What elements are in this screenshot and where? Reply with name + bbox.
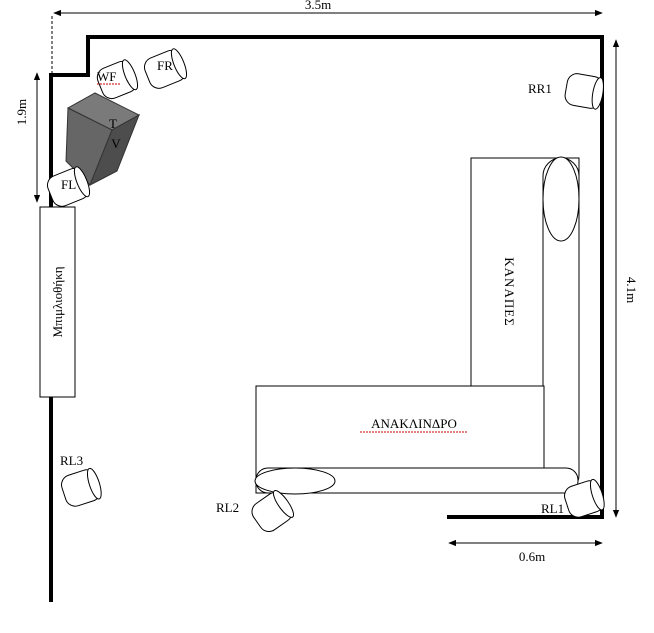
speaker-rl3 — [61, 467, 102, 507]
bottom-dimension-label: 0.6m — [519, 549, 545, 564]
chaise-label: ΑΝΑΚΛΙΝΔΡΟ — [371, 416, 457, 431]
speaker-fl — [46, 166, 91, 207]
sofa-armrest-top — [542, 156, 580, 242]
speaker-fr-label: FR — [157, 58, 173, 73]
left-dimension-label: 1.9m — [14, 99, 29, 125]
room-wall-top — [50, 35, 604, 77]
sofa-label: ΚΑΝΑΠΕΣ — [502, 257, 517, 326]
speaker-rl3-label: RL3 — [60, 453, 83, 468]
tv-label-line1: T — [109, 116, 117, 131]
speaker-fr — [143, 48, 188, 89]
bookcase-label: Μπιμλιοθήκη — [50, 266, 65, 337]
speaker-rl2 — [251, 490, 295, 533]
chaise-armrest-left — [254, 467, 336, 495]
tv-label-line2: V — [111, 136, 121, 151]
tv-side — [89, 113, 140, 187]
room-wall-right — [447, 35, 604, 519]
speaker-fl-label: FL — [61, 177, 76, 192]
speaker-rr1-label: RR1 — [528, 81, 552, 96]
speaker-rr1 — [564, 73, 604, 110]
speaker-rl2-label: RL2 — [216, 500, 239, 515]
speaker-wf-label: WF — [97, 69, 117, 84]
width-dimension-label: 3.5m — [305, 0, 331, 12]
height-dimension-label: 4.1m — [624, 277, 639, 303]
speaker-rl1-label: RL1 — [541, 501, 564, 516]
speaker-rl1 — [564, 478, 605, 518]
bookcase — [39, 206, 76, 398]
speaker-wf — [96, 59, 139, 100]
